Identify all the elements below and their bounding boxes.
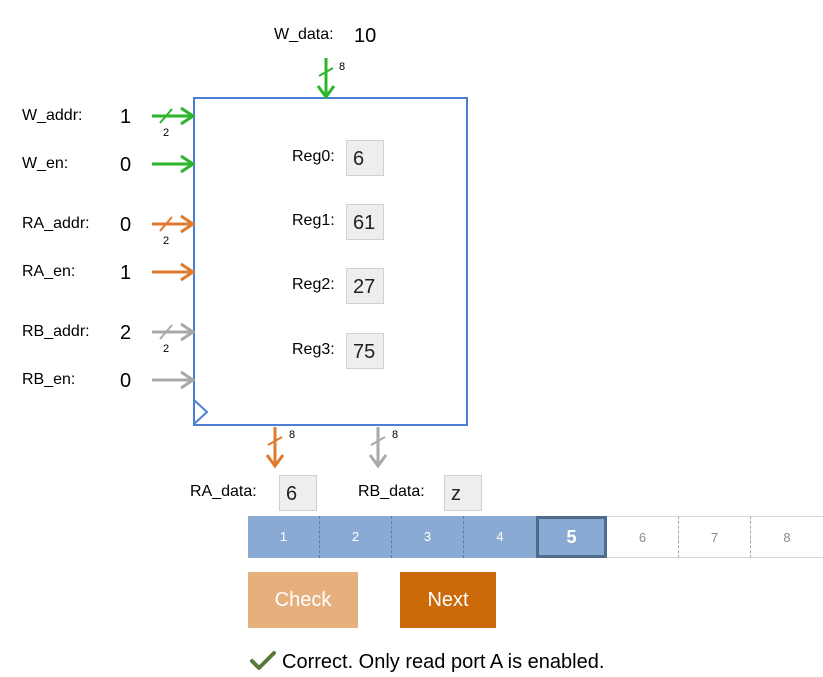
ra-addr-label: RA_addr:	[22, 215, 90, 232]
ra-en-arrow	[152, 262, 196, 282]
rb-data-arrow	[368, 427, 388, 469]
progress-step-4[interactable]: 4	[464, 516, 536, 558]
progress-step-2[interactable]: 2	[320, 516, 392, 558]
reg3-value: 75	[346, 333, 384, 369]
register-file-block	[193, 97, 468, 426]
rb-en-label: RB_en:	[22, 371, 76, 388]
ra-data-label: RA_data:	[190, 483, 257, 500]
reg0-value: 6	[346, 140, 384, 176]
ra-data-arrow	[265, 427, 285, 469]
ra-data-value: 6	[279, 475, 317, 511]
checkmark-icon	[250, 651, 276, 670]
ra-en-value: 1	[120, 262, 132, 284]
ra-addr-arrow	[152, 214, 196, 234]
w-data-label: W_data:	[274, 26, 334, 43]
reg2-label: Reg2:	[292, 276, 335, 293]
w-data-arrow	[316, 58, 336, 100]
reg2-value: 27	[346, 268, 384, 304]
progress-step-6[interactable]: 6	[607, 516, 679, 558]
reg1-value: 61	[346, 204, 384, 240]
rb-en-value: 0	[120, 370, 132, 392]
progress-step-3[interactable]: 3	[392, 516, 464, 558]
progress-step-1[interactable]: 1	[248, 516, 320, 558]
rb-data-value: z	[444, 475, 482, 511]
ra-addr-value: 0	[120, 214, 132, 236]
reg0-label: Reg0:	[292, 148, 335, 165]
progress-step-8[interactable]: 8	[751, 516, 823, 558]
w-addr-arrow	[152, 106, 196, 126]
rb-addr-arrow	[152, 322, 196, 342]
w-data-bus-width: 8	[339, 61, 345, 73]
next-button[interactable]: Next	[400, 572, 496, 628]
progress-step-7[interactable]: 7	[679, 516, 751, 558]
ra-addr-bus-width: 2	[163, 235, 169, 247]
w-addr-bus-width: 2	[163, 127, 169, 139]
register-file-diagram: 8 2 2 2 8	[152, 58, 468, 469]
rb-addr-value: 2	[120, 322, 132, 344]
w-en-arrow	[152, 154, 196, 174]
check-button[interactable]: Check	[248, 572, 358, 628]
w-en-value: 0	[120, 154, 132, 176]
w-addr-label: W_addr:	[22, 107, 83, 124]
w-en-label: W_en:	[22, 155, 69, 172]
feedback-text: Correct. Only read port A is enabled.	[282, 651, 605, 673]
rb-addr-label: RB_addr:	[22, 323, 90, 340]
ra-en-label: RA_en:	[22, 263, 76, 280]
rb-en-arrow	[152, 370, 196, 390]
rb-data-bus-width: 8	[392, 429, 398, 441]
feedback-message: Correct. Only read port A is enabled.	[250, 650, 604, 674]
rb-data-label: RB_data:	[358, 483, 425, 500]
w-addr-value: 1	[120, 106, 132, 128]
rb-addr-bus-width: 2	[163, 343, 169, 355]
ra-data-bus-width: 8	[289, 429, 295, 441]
reg3-label: Reg3:	[292, 341, 335, 358]
w-data-value: 10	[354, 25, 377, 47]
reg1-label: Reg1:	[292, 212, 335, 229]
clock-input-icon	[193, 399, 209, 425]
progress-step-5[interactable]: 5	[536, 516, 607, 558]
